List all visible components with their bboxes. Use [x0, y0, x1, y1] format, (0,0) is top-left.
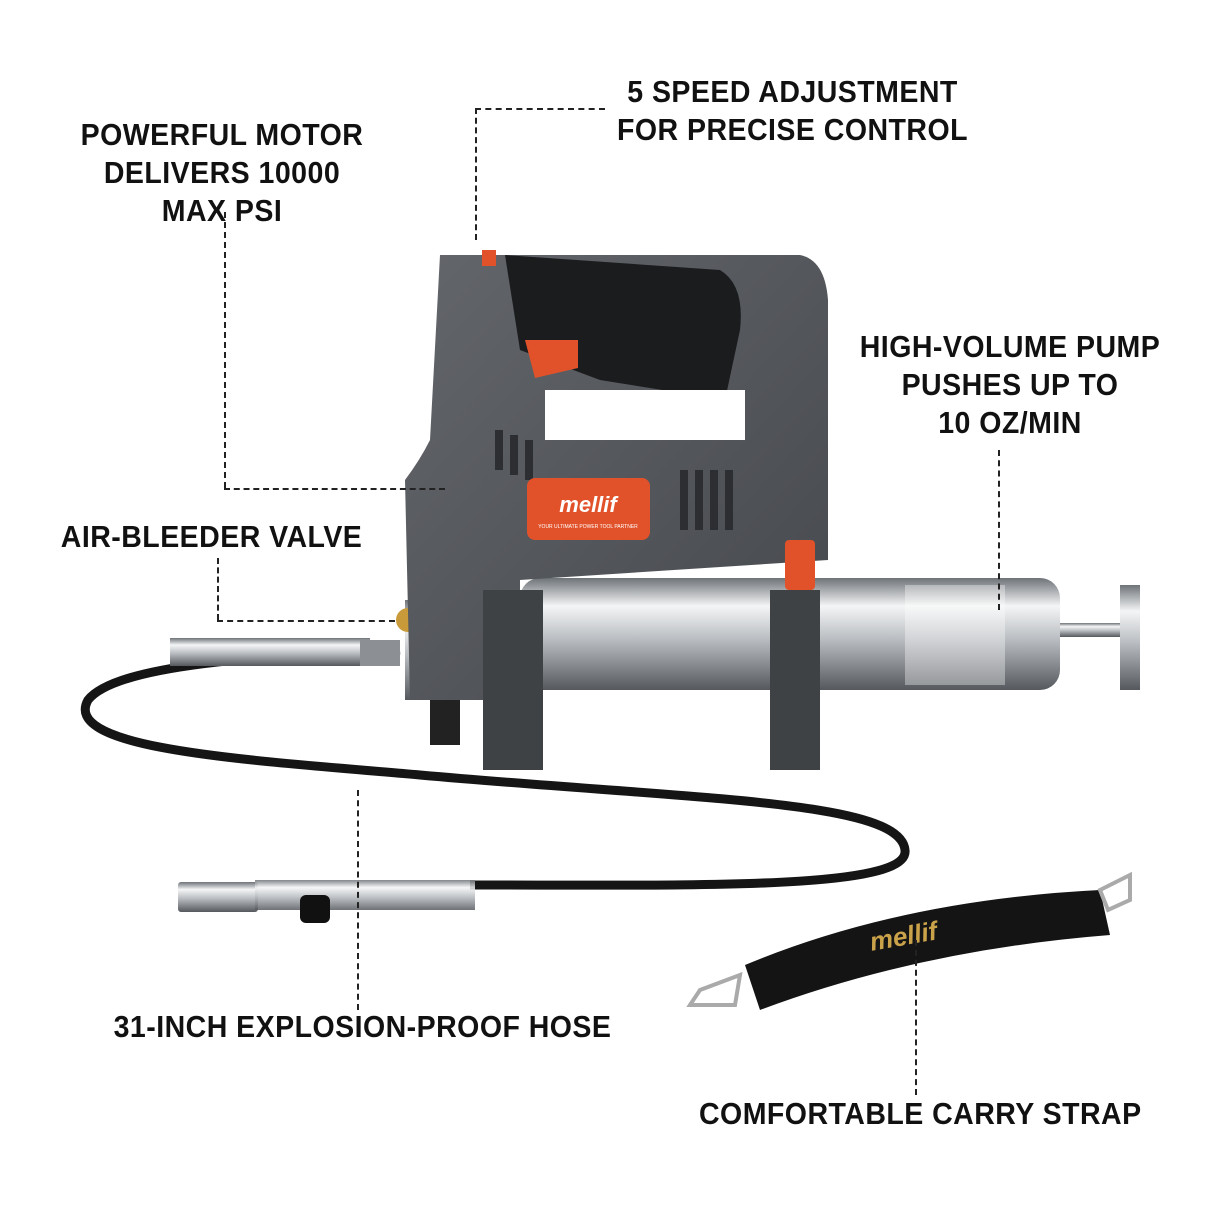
carry-strap	[745, 890, 1110, 1010]
leader-line-pump	[998, 450, 1000, 610]
hose-spring-guard	[170, 638, 370, 666]
callout-line: FOR PRECISE CONTROL	[616, 112, 968, 147]
leader-line-valve	[217, 620, 395, 622]
leader-line-strap	[915, 940, 917, 1095]
brand-badge	[527, 478, 650, 540]
callout-line: HIGH-VOLUME PUMP	[859, 329, 1161, 364]
leader-line-speed	[475, 108, 477, 240]
svg-text:YOUR ULTIMATE POWER TOOL PARTN: YOUR ULTIMATE POWER TOOL PARTNER	[538, 524, 638, 530]
callout-speed: 5 SPEED ADJUSTMENT FOR PRECISE CONTROL	[615, 73, 969, 149]
callout-line: 10 OZ/MIN	[938, 405, 1082, 440]
plunger-handle	[1120, 585, 1140, 690]
callout-line: DELIVERS 10000	[103, 155, 341, 190]
svg-text:mellif: mellif	[559, 492, 619, 517]
leader-line-hose	[357, 790, 359, 1010]
strap-clip-right	[1097, 871, 1132, 913]
coupler	[178, 882, 258, 912]
leader-line-motor	[224, 212, 226, 488]
callout-hose: 31-INCH EXPLOSION-PROOF HOSE	[113, 1009, 612, 1044]
barrel-clamp	[785, 540, 815, 590]
callout-strap: COMFORTABLE CARRY STRAP	[699, 1096, 1142, 1131]
callout-line: PUSHES UP TO	[901, 367, 1119, 402]
callout-valve: AIR-BLEEDER VALVE	[60, 519, 363, 554]
callout-motor: POWERFUL MOTOR DELIVERS 10000 MAX PSI	[75, 116, 369, 230]
handle-opening	[545, 390, 745, 440]
trigger	[525, 340, 578, 378]
strap-clip-left	[686, 971, 743, 1007]
hose	[80, 645, 910, 890]
leader-line-speed	[475, 108, 605, 110]
speed-switch	[482, 250, 496, 266]
coupler-cap	[300, 895, 330, 923]
callout-pump: HIGH-VOLUME PUMP PUSHES UP TO 10 OZ/MIN	[854, 328, 1167, 442]
callout-line: POWERFUL MOTOR	[80, 117, 364, 152]
plunger-rod	[1060, 623, 1120, 637]
callout-line: 5 SPEED ADJUSTMENT	[627, 74, 958, 109]
leader-line-motor	[224, 488, 445, 490]
callout-line: MAX PSI	[161, 193, 283, 228]
leader-line-valve	[217, 558, 219, 620]
